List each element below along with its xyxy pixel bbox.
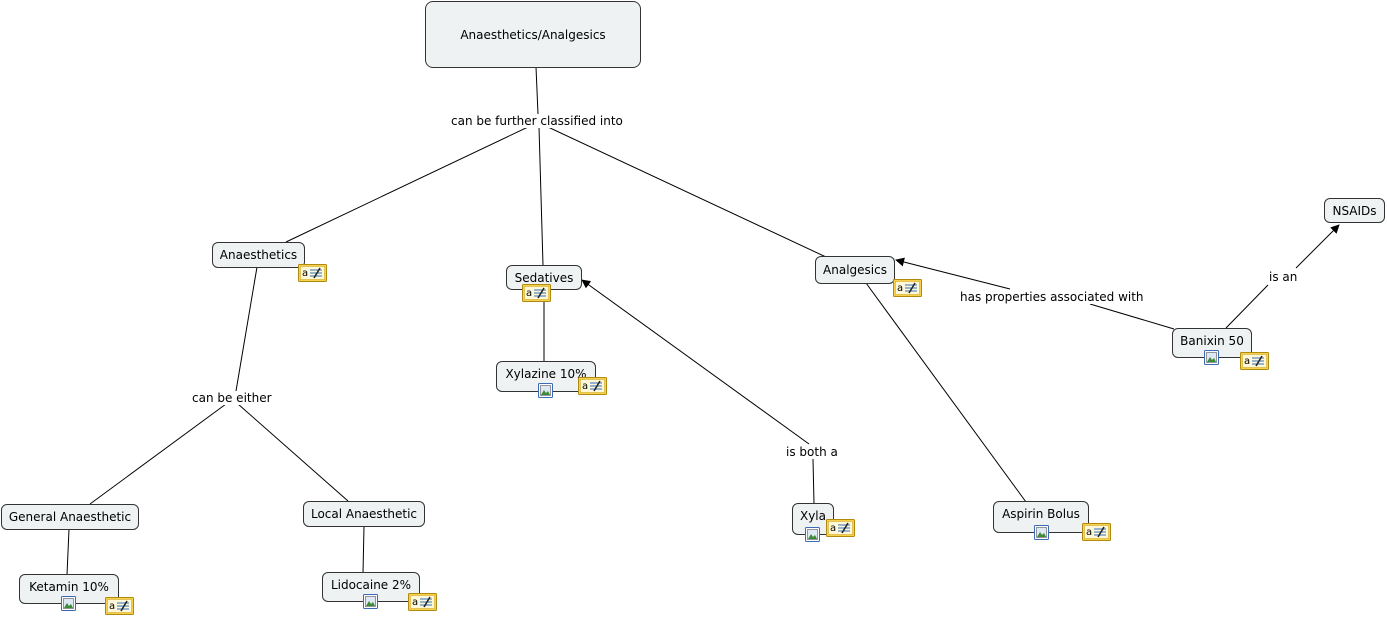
- link-label-is-an[interactable]: is an: [1267, 270, 1300, 284]
- edge-xyla-to-isboth: [812, 458, 815, 505]
- svg-text:a: a: [1244, 356, 1250, 367]
- edge-classified-to-analgesics: [547, 126, 827, 258]
- edge-hasprops-to-analgesics: [895, 257, 1011, 290]
- edge-isboth-to-sedatives: [581, 279, 810, 445]
- link-label-classified[interactable]: can be further classified into: [449, 114, 625, 128]
- annotation-note-icon[interactable]: a: [105, 597, 135, 616]
- edge-banixin-to-hasprops: [1089, 303, 1175, 330]
- image-resource-icon[interactable]: [61, 596, 76, 611]
- concept-anaesthetics-analgesics[interactable]: Anaesthetics/Analgesics: [425, 1, 641, 68]
- edge-root-to-classified: [535, 66, 539, 115]
- svg-text:a: a: [302, 268, 308, 279]
- svg-text:a: a: [897, 283, 903, 294]
- annotation-note-icon[interactable]: a: [1240, 352, 1270, 371]
- annotation-note-icon[interactable]: a: [1082, 523, 1112, 542]
- image-resource-icon[interactable]: [538, 383, 553, 398]
- image-resource-icon[interactable]: [805, 527, 820, 542]
- concept-analgesics[interactable]: Analgesics: [815, 256, 895, 284]
- svg-text:a: a: [412, 597, 418, 608]
- image-resource-icon[interactable]: [1204, 350, 1219, 365]
- edge-local-to-lidocaine: [362, 525, 365, 574]
- edge-classified-to-sedatives: [538, 126, 544, 266]
- svg-text:a: a: [526, 288, 532, 299]
- edge-banixin-to-isan: [1225, 284, 1269, 329]
- annotation-note-icon[interactable]: a: [578, 377, 608, 396]
- concept-general-anaesthetic[interactable]: General Anaesthetic: [1, 504, 139, 530]
- svg-text:a: a: [830, 523, 836, 534]
- svg-text:a: a: [582, 381, 588, 392]
- concept-local-anaesthetic[interactable]: Local Anaesthetic: [303, 501, 425, 527]
- annotation-note-icon[interactable]: a: [408, 593, 438, 612]
- annotation-note-icon[interactable]: a: [522, 284, 552, 303]
- annotation-note-icon[interactable]: a: [826, 519, 856, 538]
- concept-anaesthetics[interactable]: Anaesthetics: [212, 242, 305, 268]
- link-label-has-properties[interactable]: has properties associated with: [958, 290, 1146, 304]
- link-label-is-both[interactable]: is both a: [784, 445, 840, 459]
- svg-text:a: a: [1086, 527, 1092, 538]
- edge-anaesthetics-to-either: [235, 266, 258, 392]
- link-label-can-be-either[interactable]: can be either: [190, 391, 274, 405]
- annotation-note-icon[interactable]: a: [298, 264, 328, 283]
- edge-isan-to-nsaids: [1295, 224, 1340, 269]
- edge-either-to-local: [237, 403, 349, 502]
- edge-general-to-ketamin: [66, 528, 70, 576]
- concept-lidocaine-2[interactable]: Lidocaine 2%: [322, 572, 420, 602]
- edge-either-to-general: [89, 403, 227, 505]
- svg-text:a: a: [109, 601, 115, 612]
- annotation-note-icon[interactable]: a: [893, 279, 923, 298]
- image-resource-icon[interactable]: [363, 594, 378, 609]
- edge-classified-to-anaesthetics: [285, 126, 529, 243]
- image-resource-icon[interactable]: [1034, 525, 1049, 540]
- concept-nsaids[interactable]: NSAIDs: [1324, 198, 1385, 223]
- edge-analgesics-to-aspirin: [865, 282, 1027, 503]
